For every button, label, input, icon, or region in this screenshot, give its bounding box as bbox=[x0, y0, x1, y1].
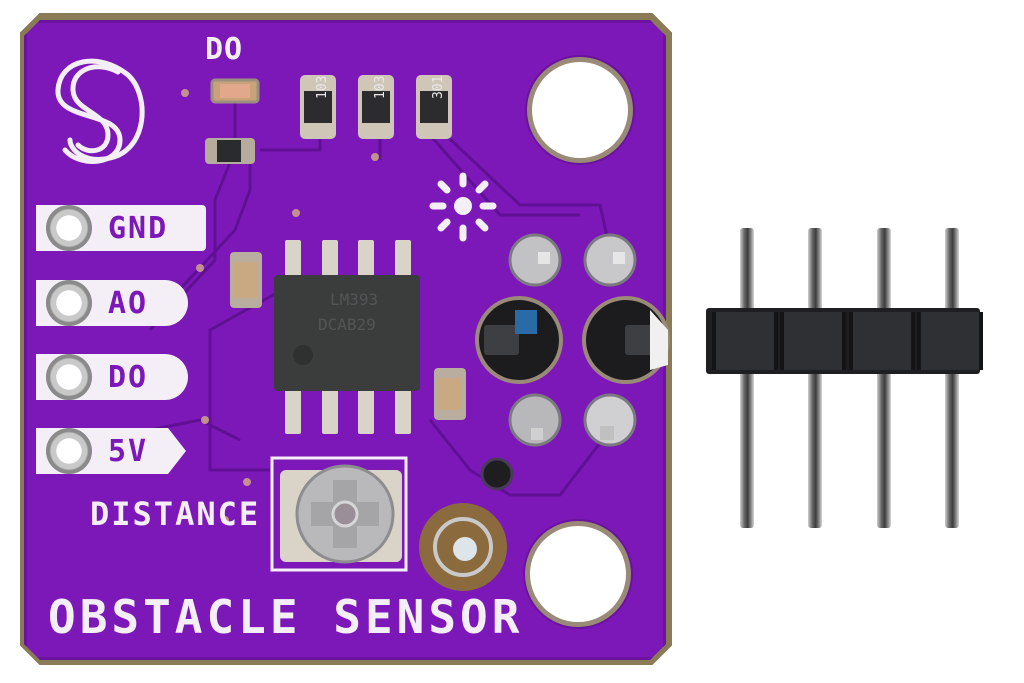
resistor-marking-2: 103 bbox=[373, 76, 388, 99]
s-loop-logo-icon bbox=[55, 58, 145, 164]
via-dark bbox=[480, 457, 514, 491]
mounting-hole-bottom-right bbox=[530, 526, 626, 622]
mounting-hole-top-right bbox=[532, 62, 628, 158]
copper-test-pad bbox=[419, 503, 507, 591]
lm393-ic: LM393 DCAB29 bbox=[274, 240, 420, 434]
smd-capacitor-left bbox=[230, 252, 262, 308]
header-pin-1 bbox=[740, 228, 754, 528]
pin-label-text: AO bbox=[108, 285, 149, 321]
pin-pad-ao[interactable] bbox=[46, 280, 92, 326]
ir-emitter-receiver bbox=[475, 296, 670, 384]
resistor-marking-3: 301 bbox=[431, 76, 446, 99]
board-title: OBSTACLE SENSOR bbox=[48, 590, 524, 644]
header-plastic-body bbox=[706, 308, 983, 374]
pin-label-text: DO bbox=[108, 359, 149, 395]
potentiometer-label: DISTANCE bbox=[90, 495, 261, 533]
header-pin-2 bbox=[808, 228, 822, 528]
ic-marking-line2: DCAB29 bbox=[318, 315, 376, 334]
pin-pad-5v[interactable] bbox=[46, 428, 92, 474]
resistor-array bbox=[300, 75, 452, 139]
pin-pad-do[interactable] bbox=[46, 354, 92, 400]
pin-label-text: 5V bbox=[108, 433, 149, 469]
distance-potentiometer bbox=[270, 456, 408, 572]
pin-pad-gnd[interactable] bbox=[46, 205, 92, 251]
small-vias bbox=[181, 89, 379, 524]
status-led-label: DO bbox=[205, 32, 244, 67]
header-pin-3 bbox=[877, 228, 891, 528]
light-burst-icon bbox=[429, 172, 497, 242]
ir-pads bbox=[508, 233, 637, 447]
pin-label-text: GND bbox=[108, 210, 169, 246]
resistor-marking-1: 103 bbox=[315, 76, 330, 99]
smd-capacitor-right bbox=[434, 368, 466, 420]
ic-marking-line1: LM393 bbox=[330, 290, 378, 309]
header-pin-4 bbox=[945, 228, 959, 528]
